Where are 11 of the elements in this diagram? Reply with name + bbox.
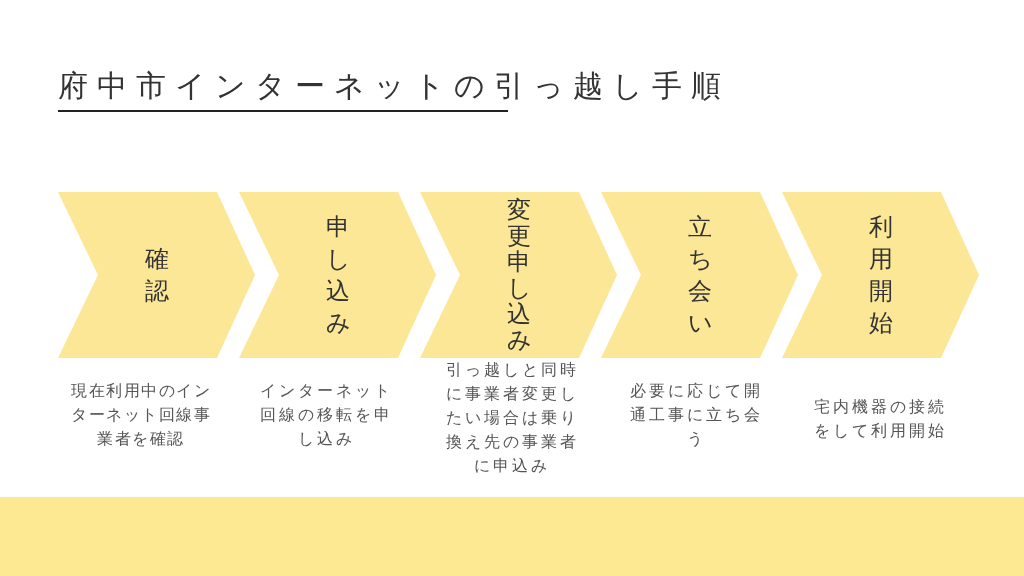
step-description: 現在利用中のインターネット回線事業者を確認 xyxy=(70,380,212,450)
step-description: 必要に応じて開通工事に立ち会う xyxy=(628,380,764,450)
step-title: 申し込み xyxy=(325,212,351,339)
step-title: 確認 xyxy=(144,244,170,307)
step-description: 宅内機器の接続をして利用開始 xyxy=(812,396,948,442)
title: 府中市インターネットの引っ越し手順 xyxy=(58,67,730,105)
step-description: インターネット回線の移転を申し込み xyxy=(258,380,394,450)
step-title: 立ち会い xyxy=(687,212,713,339)
step-description: 引っ越しと同時に事業者変更したい場合は乗り換え先の事業者に申込み xyxy=(444,359,580,477)
step-title: 変更申し込み xyxy=(506,197,532,353)
step-title: 利用開始 xyxy=(868,212,894,339)
